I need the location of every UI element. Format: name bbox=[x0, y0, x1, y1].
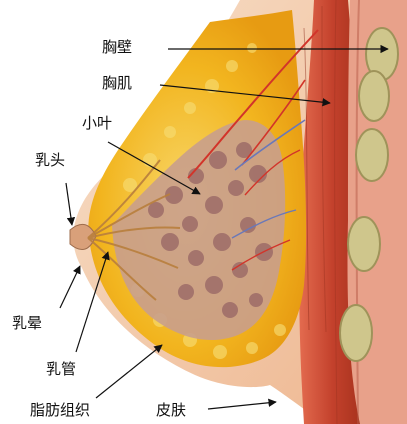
label-fatty-tissue: 脂肪组织 bbox=[30, 401, 90, 419]
label-skin: 皮肤 bbox=[156, 401, 186, 419]
leader-areola bbox=[60, 266, 80, 308]
label-lobules: 小叶 bbox=[82, 114, 112, 132]
label-nipple: 乳头 bbox=[35, 151, 65, 169]
label-areola: 乳晕 bbox=[12, 314, 42, 332]
leader-fatty-tissue bbox=[96, 345, 162, 398]
label-pectoral-muscle: 胸肌 bbox=[102, 74, 132, 92]
label-milk-ducts: 乳管 bbox=[46, 360, 76, 378]
label-chest-wall: 胸壁 bbox=[102, 38, 132, 56]
leader-nipple bbox=[66, 183, 72, 225]
rib-4 bbox=[348, 217, 380, 271]
rib-5 bbox=[340, 305, 372, 361]
rib-2 bbox=[359, 71, 389, 121]
rib-3 bbox=[356, 129, 388, 181]
leader-skin bbox=[208, 402, 276, 409]
